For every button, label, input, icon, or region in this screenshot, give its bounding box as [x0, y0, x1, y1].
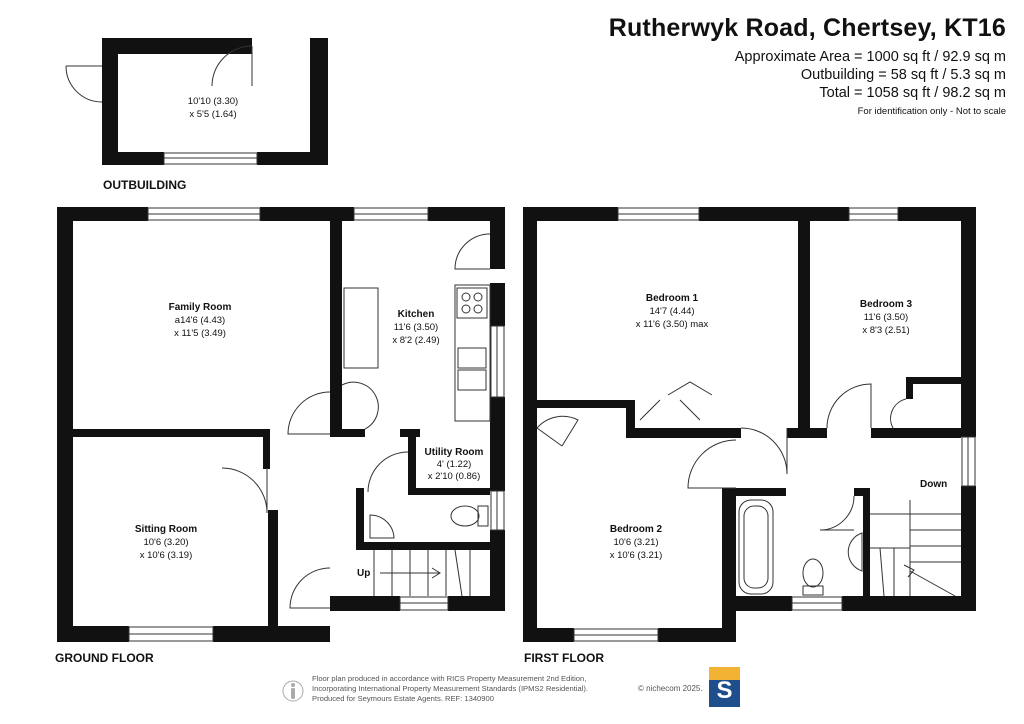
outbuilding-dims-1: 10'10 (3.30)	[188, 96, 238, 107]
property-title: Rutherwyk Road, Chertsey, KT16	[608, 14, 1006, 42]
footer-note: Floor plan produced in accordance with R…	[312, 674, 588, 704]
sitting-room-dim2: x 10'6 (3.19)	[140, 550, 193, 561]
utility-room-dim2: x 2'10 (0.86)	[428, 471, 481, 482]
walls	[57, 38, 976, 642]
nichecom-brand: © nichecom 2025.	[638, 684, 703, 693]
bedroom3-dim1: 11'6 (3.50)	[864, 312, 908, 323]
kitchen-dim2: x 8'2 (2.49)	[392, 335, 439, 346]
bedroom1-name: Bedroom 1	[646, 293, 699, 304]
outbuilding-dims-2: x 5'5 (1.64)	[189, 109, 236, 120]
kitchen-name: Kitchen	[398, 309, 435, 320]
kitchen-dim1: 11'6 (3.50)	[394, 322, 438, 333]
family-room-name: Family Room	[169, 302, 232, 313]
ipms-person-icon	[282, 680, 304, 702]
identification-note: For identification only - Not to scale	[857, 106, 1006, 117]
ground-floor-label: GROUND FLOOR	[55, 651, 154, 665]
utility-room-name: Utility Room	[425, 447, 484, 458]
first-floor-label: FIRST FLOOR	[524, 651, 604, 665]
seymours-logo-icon: S	[709, 667, 740, 707]
sitting-room-dim1: 10'6 (3.20)	[143, 537, 188, 548]
total-area: Total = 1058 sq ft / 98.2 sq m	[819, 85, 1006, 101]
fixtures	[65, 45, 976, 642]
bedroom2-name: Bedroom 2	[610, 524, 663, 535]
footer-line-3: Produced for Seymours Estate Agents. REF…	[312, 694, 494, 703]
bedroom3-name: Bedroom 3	[860, 299, 913, 310]
bedroom1-dim2: x 11'6 (3.50) max	[636, 319, 709, 330]
bedroom3-dim2: x 8'3 (2.51)	[862, 325, 909, 336]
footer-line-1: Floor plan produced in accordance with R…	[312, 674, 587, 683]
bedroom2-dim2: x 10'6 (3.21)	[610, 550, 663, 561]
footer-line-2: Incorporating International Property Mea…	[312, 684, 589, 693]
stairs-down-label: Down	[920, 479, 947, 490]
utility-room-dim1: 4' (1.22)	[437, 459, 472, 470]
logo-letter: S	[716, 677, 732, 704]
bedroom1-dim1: 14'7 (4.44)	[649, 306, 694, 317]
family-room-dim1: a14'6 (4.43)	[175, 315, 225, 326]
approximate-area: Approximate Area = 1000 sq ft / 92.9 sq …	[734, 49, 1006, 65]
outbuilding-area: Outbuilding = 58 sq ft / 5.3 sq m	[800, 67, 1006, 83]
bedroom2-dim1: 10'6 (3.21)	[613, 537, 658, 548]
outbuilding-label: OUTBUILDING	[103, 178, 186, 192]
family-room-dim2: x 11'5 (3.49)	[174, 328, 226, 339]
stairs-up-label: Up	[357, 568, 370, 579]
sitting-room-name: Sitting Room	[135, 524, 197, 535]
